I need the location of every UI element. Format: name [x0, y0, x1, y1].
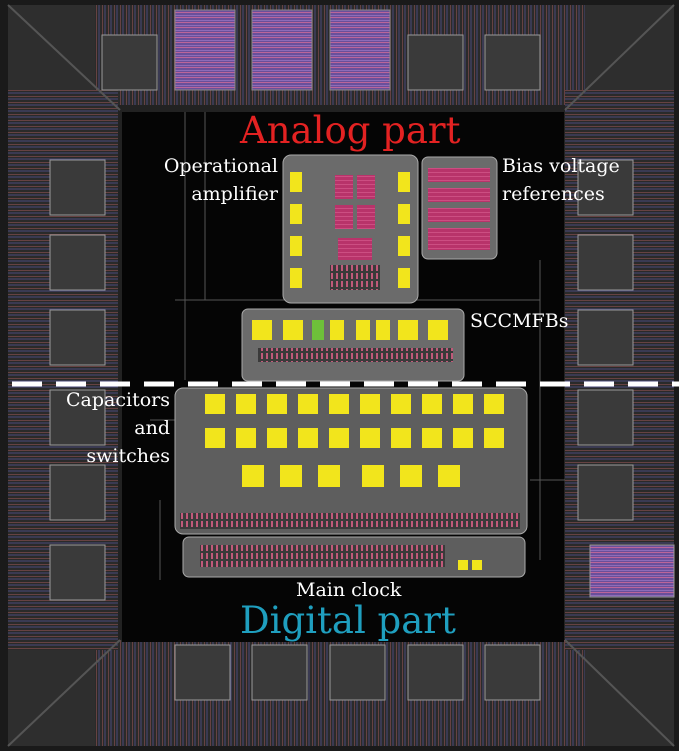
capacitors-label-line3: switches — [20, 446, 170, 468]
bottom-pads — [175, 645, 540, 700]
opamp-label-line2: amplifier — [140, 184, 278, 206]
bias-label-line1: Bias voltage — [502, 156, 620, 178]
capacitor-array-block — [175, 388, 527, 534]
corner-bottom-left — [8, 650, 95, 746]
bias-label-line2: references — [502, 184, 605, 206]
digital-part-title: Digital part — [240, 600, 456, 643]
main-clock-block — [183, 537, 525, 577]
opamp-block — [283, 155, 418, 303]
capacitors-label-line2: and — [20, 418, 170, 440]
sccmfbs-label: SCCMFBs — [470, 311, 568, 333]
capacitors-label-line1: Capacitors — [20, 390, 170, 412]
sccmfb-block — [242, 309, 464, 381]
corner-bottom-right — [585, 650, 674, 746]
opamp-label-line1: Operational — [140, 156, 278, 178]
analog-part-title: Analog part — [240, 110, 460, 153]
bias-block — [422, 157, 497, 259]
